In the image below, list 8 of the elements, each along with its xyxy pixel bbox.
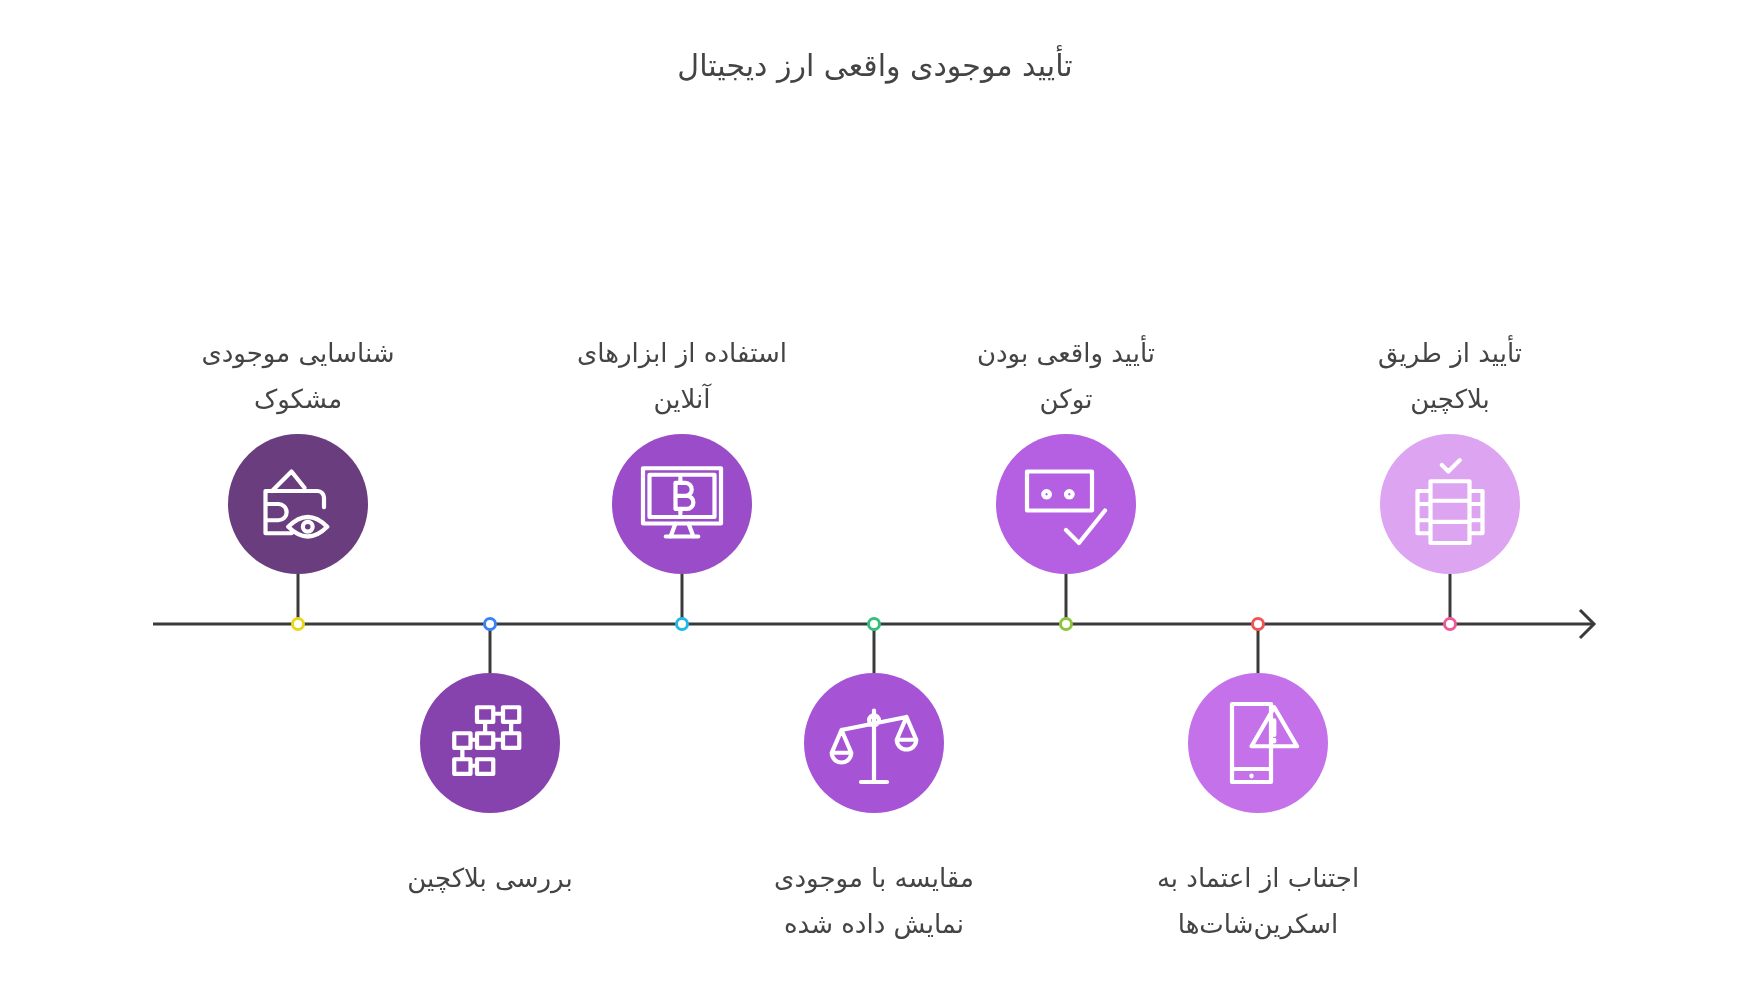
- step-label: اجتناب از اعتماد به اسکرین‌شات‌ها: [1155, 862, 1361, 942]
- step-label: بررسی بلاکچین: [406, 862, 574, 896]
- step-label: تأیید واقعی بودن توکن: [951, 330, 1181, 422]
- step-label: مقایسه با موجودی نمایش داده شده: [773, 862, 975, 941]
- timeline-axis: [153, 608, 1597, 640]
- step-label: استفاده از ابزارهای آنلاین: [576, 337, 788, 417]
- step-label: شناسایی موجودی مشکوک: [200, 337, 396, 417]
- step-label: تأیید از طریق بلاکچین: [1335, 330, 1565, 422]
